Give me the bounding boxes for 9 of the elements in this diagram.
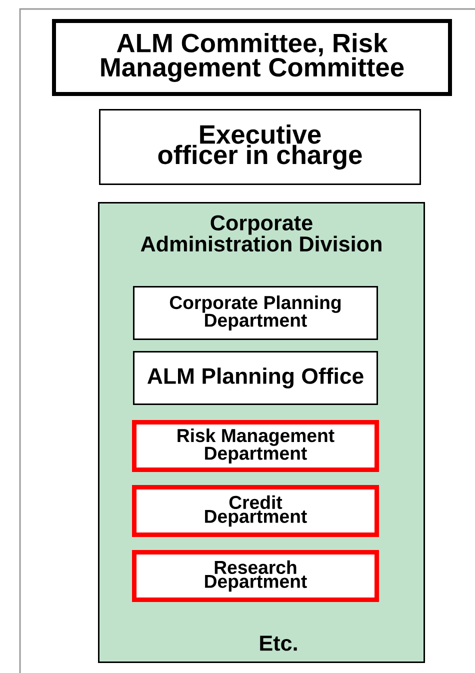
department-box: Credit Department: [132, 485, 379, 537]
committee-box: ALM Committee, Risk Management Committee: [52, 19, 452, 96]
officer-box: Executive officer in charge: [99, 109, 421, 185]
department-box: Research Department: [132, 550, 379, 602]
etc-note: Etc.: [260, 636, 297, 651]
panel-heading: Corporate Administration Division: [140, 215, 382, 252]
department-box: Corporate Planning Department: [133, 286, 378, 340]
department-box: Risk Management Department: [132, 420, 379, 472]
department-box: ALM Planning Office: [133, 351, 378, 405]
